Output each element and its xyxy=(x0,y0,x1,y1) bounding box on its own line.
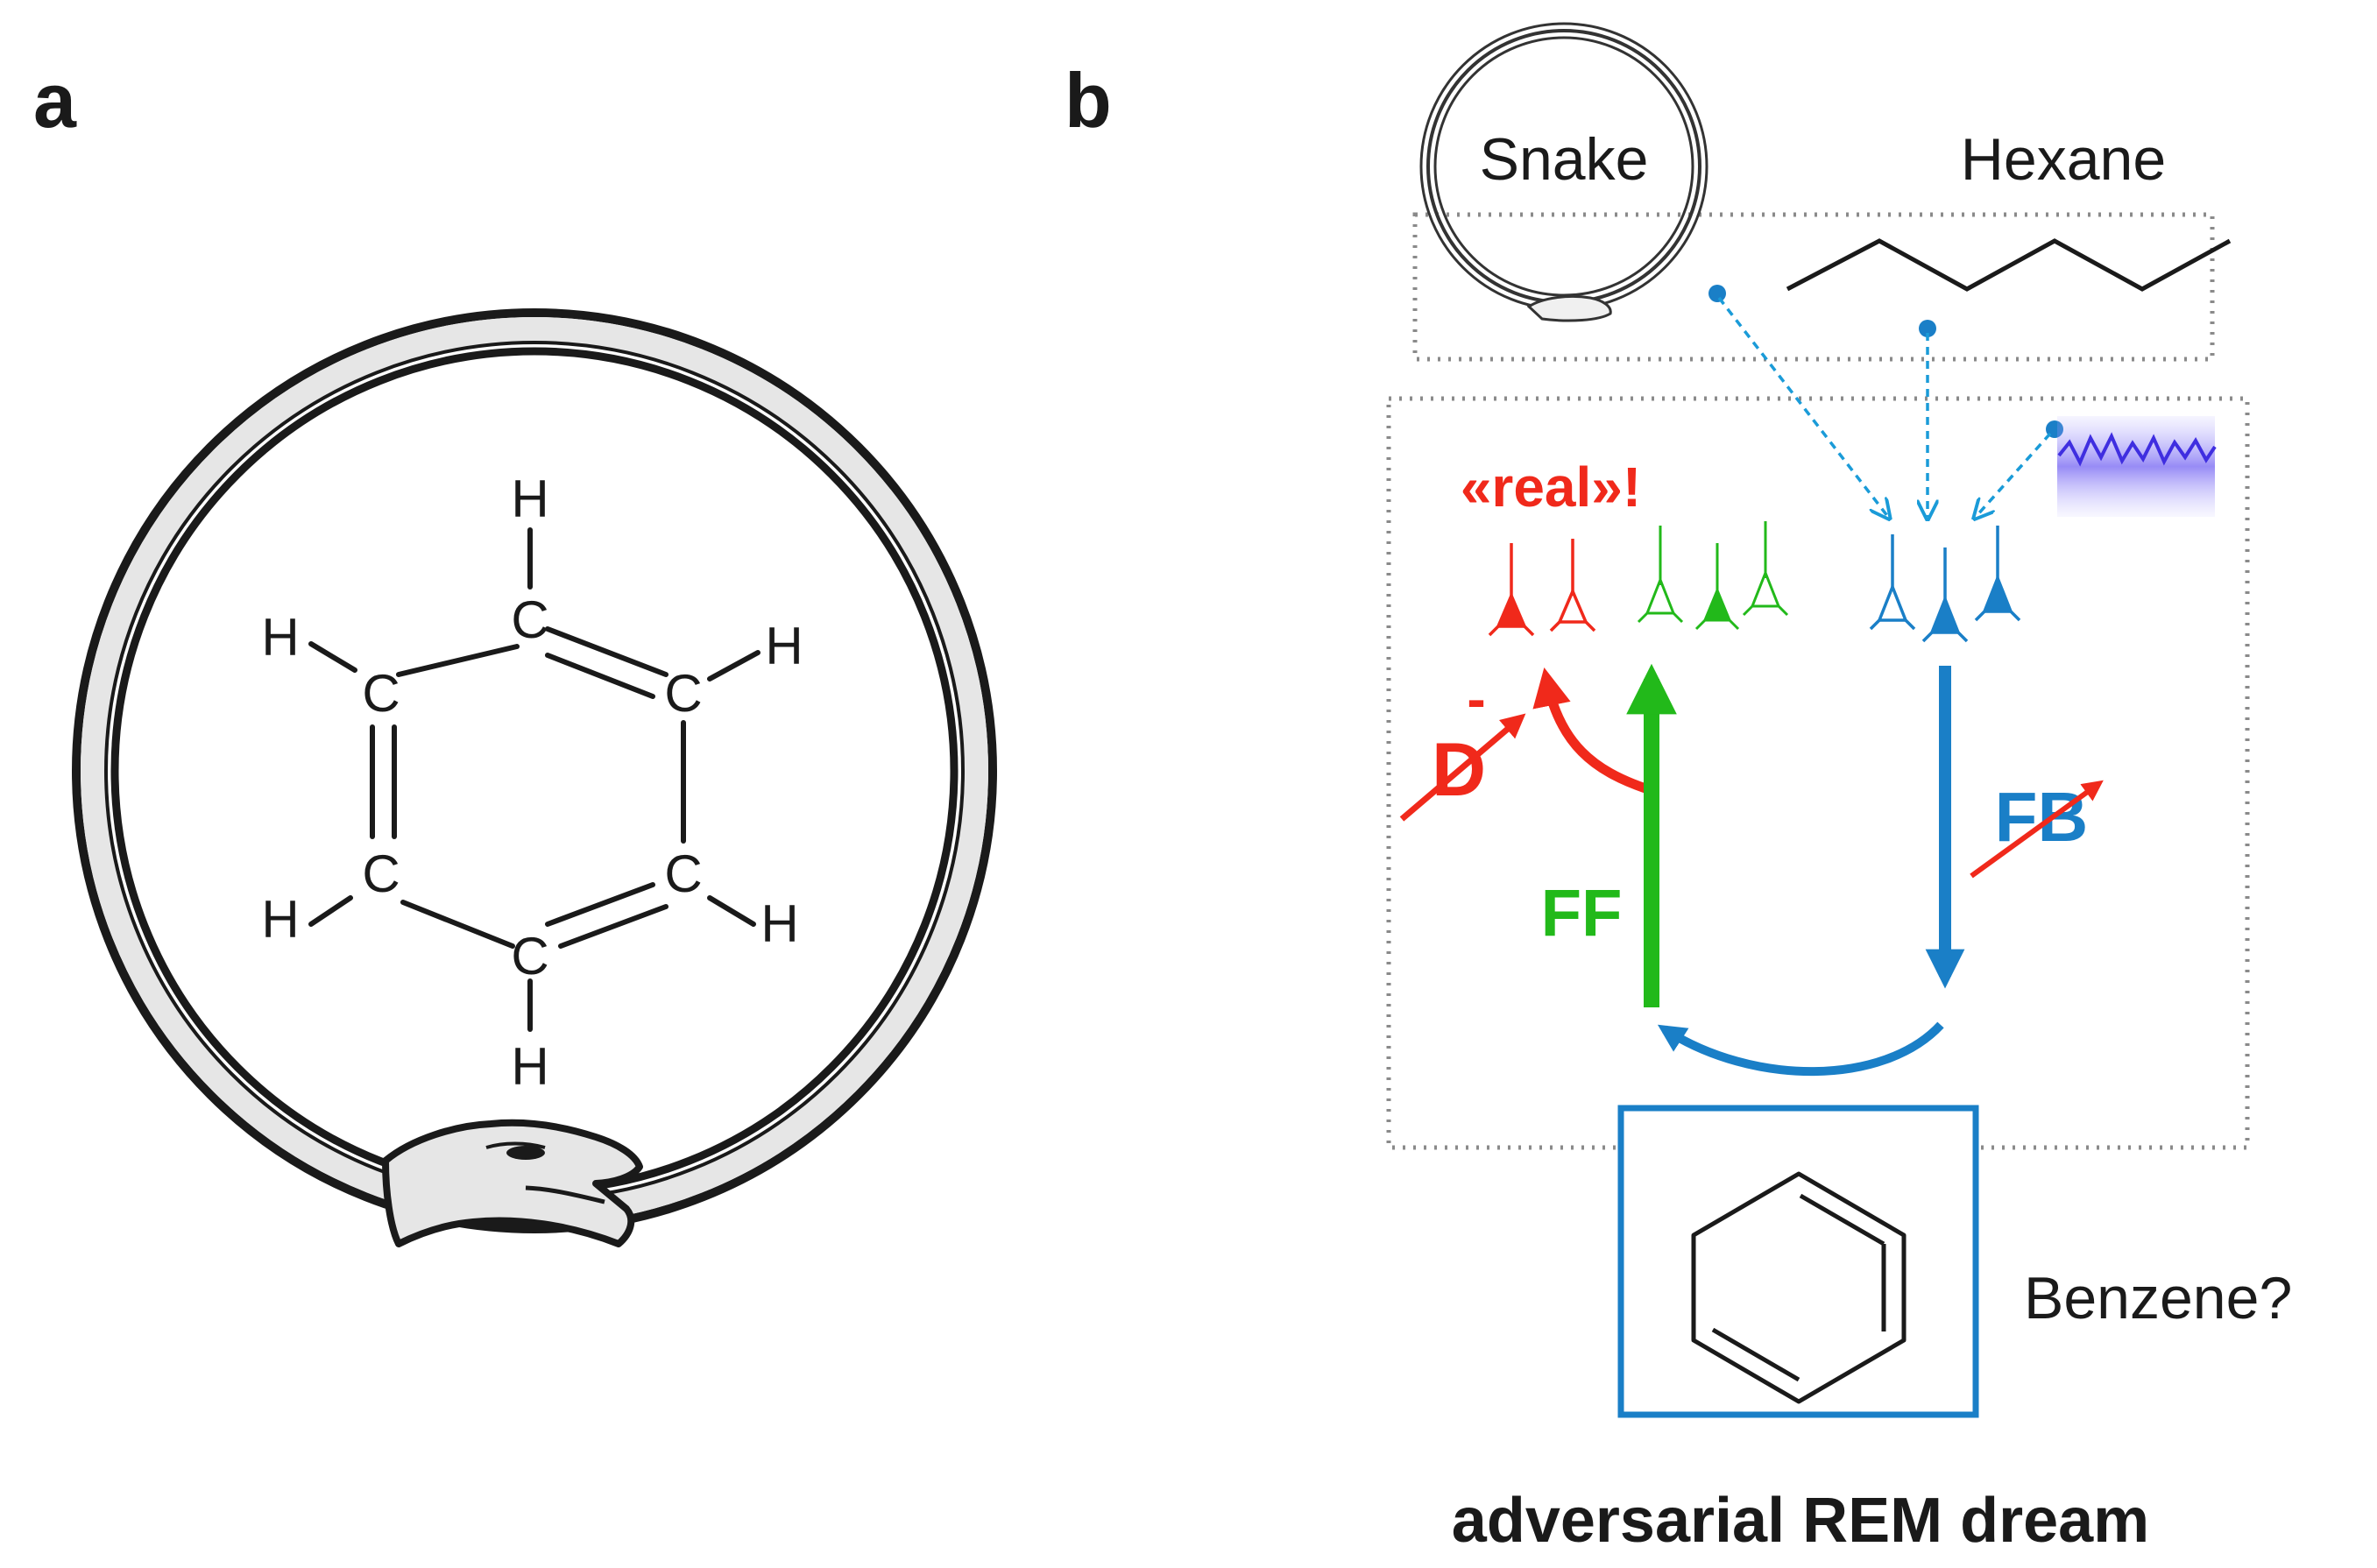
neuron-icon xyxy=(1488,543,1535,637)
carbon-atom: C xyxy=(511,590,548,649)
discriminator-input-arrow xyxy=(1532,667,1647,794)
input-box xyxy=(1412,212,2215,362)
hydrogen-atom: H xyxy=(511,470,548,528)
input-projections xyxy=(1708,285,2063,517)
hydrogen-atom: H xyxy=(765,617,803,675)
panel-b-label: b xyxy=(1065,57,1112,144)
benzene-structural-formula: C C C C C C H H H H H H xyxy=(261,470,803,1096)
snake-label: Snake xyxy=(1480,126,1649,193)
discriminator-label: D xyxy=(1432,728,1486,812)
neuron-icon xyxy=(1637,526,1684,624)
feedforward-label: FF xyxy=(1541,876,1623,950)
figure-caption: adversarial REM dream xyxy=(1452,1486,2149,1556)
feedback-neurons xyxy=(1869,526,2021,643)
panel-a-label: a xyxy=(33,57,77,144)
hexane-icon xyxy=(1786,238,2232,292)
neuron-icon xyxy=(1549,539,1596,632)
carbon-atom: C xyxy=(362,844,400,903)
neuron-icon xyxy=(1974,526,2021,622)
feedback-label: FB xyxy=(1995,778,2089,856)
hydrogen-atom: H xyxy=(511,1037,548,1096)
carbon-atom: C xyxy=(664,664,702,723)
ouroboros-icon xyxy=(72,308,997,1247)
snake-icon xyxy=(1419,22,1708,322)
noise-signal-icon xyxy=(2057,416,2217,517)
hydrogen-atom: H xyxy=(261,890,299,949)
benzene-ring-icon xyxy=(1691,1171,1907,1404)
benzene-output-box xyxy=(1617,1105,1979,1418)
discriminator-learning-arrow xyxy=(1399,713,1526,822)
minus-sign: - xyxy=(1467,667,1485,731)
discriminator-neurons xyxy=(1488,539,1596,637)
hexane-label: Hexane xyxy=(1961,126,2166,193)
neuron-icon xyxy=(1869,534,1916,631)
carbon-atom: C xyxy=(362,664,400,723)
real-label: «real»! xyxy=(1461,456,1641,519)
generator-neurons xyxy=(1637,521,1789,631)
neuron-icon xyxy=(1742,521,1789,617)
hydrogen-atom: H xyxy=(760,894,798,953)
cortex-box xyxy=(1386,396,2250,1150)
carbon-atom: C xyxy=(511,927,548,985)
feedback-learning-arrow xyxy=(1970,780,2104,879)
benzene-question-label: Benzene? xyxy=(2024,1265,2292,1331)
hydrogen-atom: H xyxy=(261,608,299,667)
neuron-icon xyxy=(1694,543,1740,631)
neuron-icon xyxy=(1921,547,1969,643)
carbon-atom: C xyxy=(664,844,702,903)
loop-arrow xyxy=(1657,1021,1944,1077)
